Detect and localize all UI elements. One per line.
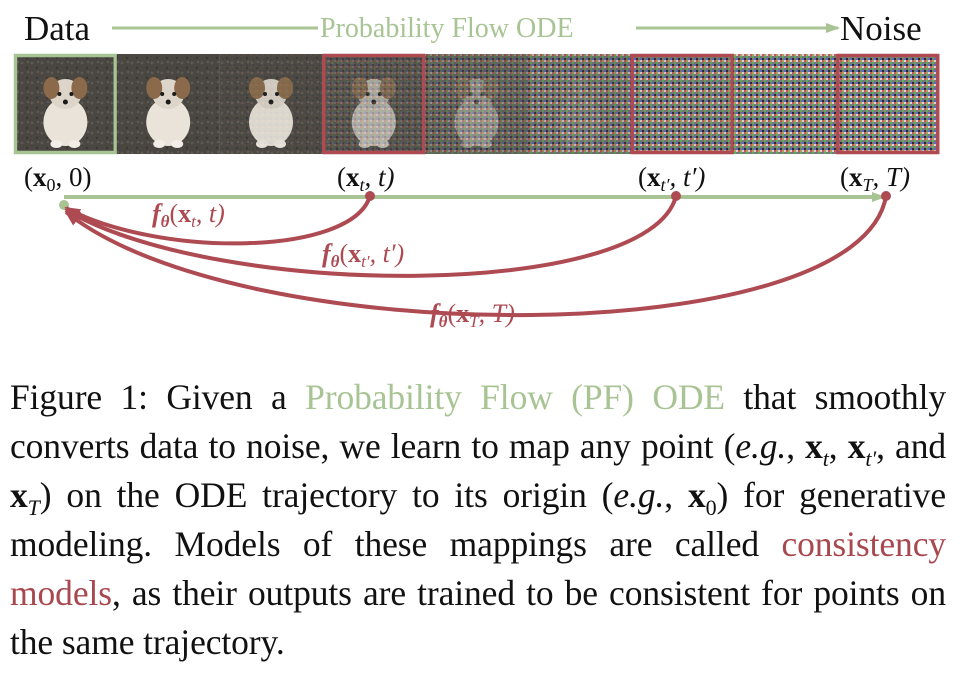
- arc-xT: [64, 195, 888, 317]
- noise-label: Noise: [840, 9, 922, 48]
- consistency-models-link: consistency models: [10, 524, 946, 613]
- arc-label-xt: fθ(xt, t): [152, 199, 225, 231]
- point-label-xt: (xt, t): [337, 162, 395, 195]
- svg-text:(x0, 0): (x0, 0): [24, 162, 92, 195]
- ode-label: Probability Flow ODE: [320, 13, 574, 44]
- strip-image-1: [116, 54, 220, 154]
- strip-image-3: [322, 53, 426, 155]
- point-xt: [365, 191, 375, 201]
- point-xt-prime: [671, 191, 681, 201]
- consistency-model-diagram: Data Noise Probability Flow ODE (x0, 0) …: [13, 9, 940, 331]
- arc-label-xT: fθ(xT, T): [430, 299, 515, 331]
- data-label: Data: [24, 9, 91, 48]
- strip-image-0: [13, 53, 118, 155]
- strip-image-6: [630, 53, 734, 155]
- svg-text:(xt, t): (xt, t): [337, 162, 395, 195]
- svg-text:(xt′, t′): (xt′, t′): [638, 162, 705, 195]
- strip-image-2: [219, 54, 323, 154]
- arc-label-xt-prime: fθ(xt′, t′): [322, 239, 404, 271]
- strip-image-8: [836, 53, 940, 155]
- strip-image-7: [733, 54, 837, 154]
- image-strip: [13, 53, 940, 155]
- svg-text:fθ(xT, T): fθ(xT, T): [430, 299, 515, 331]
- strip-image-5: [528, 54, 631, 154]
- svg-text:(xT, T): (xT, T): [840, 162, 910, 195]
- point-label-xt-prime: (xt′, t′): [638, 162, 705, 195]
- strip-image-4: [425, 54, 528, 154]
- arc-xt: [64, 195, 372, 246]
- point-label-x0: (x0, 0): [24, 162, 92, 195]
- point-label-xT: (xT, T): [840, 162, 910, 195]
- arc-xt-prime: [64, 195, 678, 278]
- point-xT: [881, 191, 891, 201]
- pf-ode-link: Probability Flow (PF) ODE: [305, 377, 725, 417]
- figure-caption: Figure 1: Given a Probability Flow (PF) …: [10, 377, 947, 662]
- svg-text:fθ(xt, t): fθ(xt, t): [152, 199, 225, 231]
- svg-text:fθ(xt′, t′): fθ(xt′, t′): [322, 239, 404, 271]
